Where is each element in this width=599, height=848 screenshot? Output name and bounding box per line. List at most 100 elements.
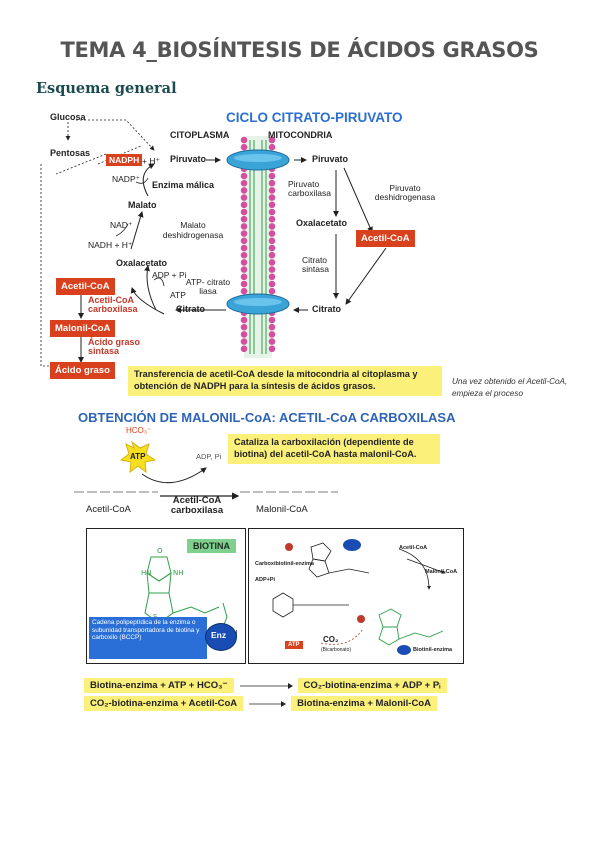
phospholipid-head bbox=[268, 187, 276, 194]
enz-label: Enz bbox=[211, 630, 227, 640]
acetil-coa-reaction-label: Acetil-CoA bbox=[86, 504, 131, 515]
phospholipid-head bbox=[240, 136, 248, 144]
phospholipid-head bbox=[268, 201, 276, 209]
phospholipid-head bbox=[268, 223, 276, 230]
phospholipid-head bbox=[240, 331, 248, 338]
adp-pi-label: ADP + Pi bbox=[152, 270, 187, 280]
acido-graso-box: Ácido graso bbox=[50, 362, 115, 379]
equation-1-arrow bbox=[239, 682, 293, 689]
phospholipid-head bbox=[268, 244, 276, 252]
carboxibiotinil-label: Carboxibiotinil-enzima bbox=[255, 561, 314, 567]
svg-text:HN: HN bbox=[141, 569, 152, 577]
hco3-label: HCO₃⁻ bbox=[126, 426, 152, 435]
enz-circle bbox=[205, 623, 237, 651]
malonil-coa-box: Malonil-CoA bbox=[50, 320, 116, 337]
phospholipid-head bbox=[268, 338, 276, 345]
enz-mech-bottom bbox=[397, 645, 411, 655]
cycle-title: CICLO CITRATO-PIRUVATO bbox=[226, 110, 403, 125]
phospholipid-head bbox=[268, 208, 276, 216]
phospholipid-head bbox=[240, 244, 248, 252]
acetil-coa-cyto-box: Acetil-CoA bbox=[56, 278, 115, 295]
enzyme-reaction-label: Acetil-CoA carboxilasa bbox=[170, 495, 224, 516]
equation-1-right: CO₂-biotina-enzima + ADP + Pᵢ bbox=[297, 678, 447, 693]
phospholipid-head bbox=[240, 172, 248, 180]
glucosa-label: Glucosa bbox=[50, 112, 86, 122]
h-plus-label: + H⁺ bbox=[142, 156, 160, 166]
phospholipid-head bbox=[240, 338, 248, 345]
nadph-box: NADPH bbox=[106, 154, 143, 166]
reaction-arrows bbox=[74, 440, 338, 500]
malonil-coa-reaction-label: Malonil-CoA bbox=[256, 504, 308, 515]
phospholipid-head bbox=[268, 331, 276, 338]
malato-label: Malato bbox=[128, 200, 157, 210]
phospholipid-head bbox=[240, 259, 248, 266]
nadh-label: NADH + H⁺ bbox=[88, 240, 133, 250]
phospholipid-head bbox=[268, 323, 276, 331]
phospholipid-head bbox=[240, 345, 248, 353]
phospholipid-head bbox=[268, 172, 276, 180]
piruvato-cyto-label: Piruvato bbox=[170, 154, 207, 164]
phospholipid-head bbox=[268, 316, 276, 324]
piruvato-mito-label: Piruvato bbox=[312, 154, 349, 164]
phospholipid-head bbox=[240, 230, 248, 237]
citrato-mito-label: Citrato bbox=[312, 304, 341, 314]
phospholipid-head bbox=[268, 280, 276, 288]
phospholipid-head bbox=[268, 266, 276, 273]
co2-label: CO₂ bbox=[323, 635, 339, 644]
biotinil-enzima-label: Biotinil-enzima bbox=[413, 647, 453, 653]
phospholipid-head bbox=[240, 179, 248, 187]
cytoplasm-label: CITOPLASMA bbox=[170, 130, 230, 140]
phospholipid-head bbox=[240, 251, 248, 259]
phospholipid-head bbox=[240, 266, 248, 273]
biotin-panel: HN NH O S NH BIOTINA Cadena polipeptídic… bbox=[86, 528, 246, 664]
malonyl-title: OBTENCIÓN DE MALONIL-CoA: ACETIL-CoA CAR… bbox=[78, 410, 456, 425]
adp-pi-mech-label: ADP+Pi bbox=[255, 577, 276, 583]
phospholipid-head bbox=[268, 143, 276, 151]
cycle-caption-text: Transferencia de acetil-CoA desde la mit… bbox=[134, 369, 418, 391]
equation-1-left: Biotina-enzima + ATP + HCO₃⁻ bbox=[84, 678, 234, 693]
phospholipid-head bbox=[240, 280, 248, 288]
oxalacetato-cyto-label: Oxalacetato bbox=[116, 258, 168, 268]
malonyl-reaction: HCO₃⁻ ATP ADP, Pi Acetil-CoA Acetil-CoA … bbox=[70, 424, 470, 520]
atp-citrato-liasa-label: ATP- citrato liasa bbox=[185, 277, 231, 297]
phospholipid-head bbox=[268, 230, 276, 237]
phospholipid-head bbox=[240, 237, 248, 245]
phospholipid-head bbox=[268, 287, 276, 295]
cycle-arrows bbox=[40, 119, 387, 369]
section-heading: Esquema general bbox=[36, 80, 177, 97]
citrato-cyto-label: Citrato bbox=[176, 304, 205, 314]
malonil-coa-mech-label: Malonil-CoA bbox=[425, 569, 458, 575]
atp-star-label: ATP bbox=[130, 452, 146, 461]
bccp-box: Cadena polipeptídica de la enzima o subu… bbox=[89, 617, 207, 659]
nadp-label: NADP⁺ bbox=[112, 174, 141, 184]
phospholipid-head bbox=[240, 187, 248, 194]
phospholipid-head bbox=[240, 316, 248, 324]
malato-dh-label: Malato deshidrogenasa bbox=[162, 220, 224, 240]
equation-2-arrow bbox=[249, 700, 287, 707]
phospholipid-head bbox=[268, 251, 276, 259]
carboxylation-description: Cataliza la carboxilación (dependiente d… bbox=[228, 434, 440, 464]
atp-label: ATP bbox=[170, 290, 186, 300]
phospholipid-head bbox=[240, 323, 248, 331]
svg-text:NH: NH bbox=[173, 569, 184, 577]
phospholipid-head bbox=[268, 215, 276, 223]
equation-row: Biotina-enzima + ATP + HCO₃⁻ CO₂-biotina… bbox=[84, 678, 464, 693]
acetil-coa-carboxilasa-label: Acetil-CoA carboxilasa bbox=[88, 295, 138, 315]
acetil-coa-mito-box: Acetil-CoA bbox=[356, 230, 415, 247]
phospholipid-head bbox=[240, 201, 248, 209]
biotina-label: BIOTINA bbox=[187, 539, 236, 553]
acido-graso-sintasa-label: Ácido graso sintasa bbox=[88, 337, 141, 357]
phospholipid-head bbox=[268, 273, 276, 281]
bccp-label: Cadena polipeptídica de la enzima o subu… bbox=[92, 619, 200, 642]
phospholipid-head bbox=[268, 345, 276, 353]
adp-pi-reaction-label: ADP, Pi bbox=[196, 452, 222, 461]
mitochondria-label: MITOCONDRIA bbox=[268, 130, 333, 140]
equation-row: CO₂-biotina-enzima + Acetil-CoA Biotina-… bbox=[84, 696, 464, 711]
phospholipid-head bbox=[240, 208, 248, 216]
side-note: Una vez obtenido el Acetil-CoA, empieza … bbox=[452, 377, 568, 398]
bicarbonato-label: (Bicarbonato) bbox=[321, 647, 352, 653]
phospholipid-head bbox=[268, 179, 276, 187]
acetil-coa-mech-label: Acetil-CoA bbox=[399, 545, 428, 551]
phospholipid-head bbox=[268, 259, 276, 266]
cycle-diagram: CICLO CITRATO-PIRUVATO CITOPLASMA MITOCO… bbox=[36, 104, 446, 398]
